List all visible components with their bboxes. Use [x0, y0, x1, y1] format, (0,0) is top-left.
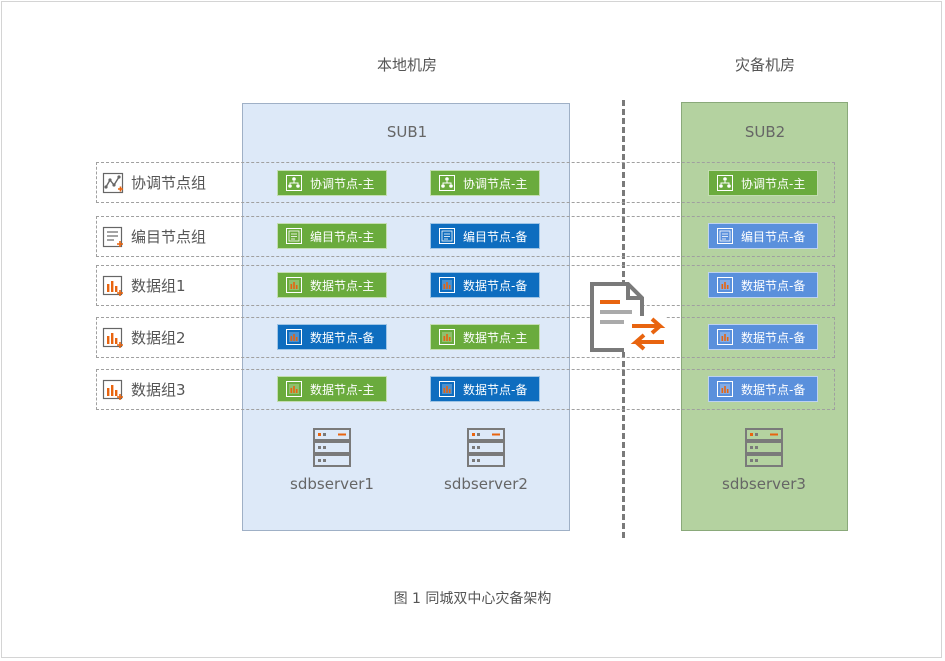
data-node-icon — [717, 329, 733, 345]
data-node-icon — [439, 381, 455, 397]
node-label: 编目节点-备 — [463, 229, 528, 244]
data-group-icon — [102, 379, 123, 400]
node-label: 数据节点-备 — [463, 278, 528, 293]
row-label-data2: 数据组2 — [102, 317, 186, 358]
row-coord-group — [96, 162, 835, 203]
row-catalog-group — [96, 216, 835, 257]
node-label: 编目节点-备 — [741, 229, 806, 244]
node-label: 数据节点-备 — [741, 330, 806, 345]
row-label-catalog: 编目节点组 — [102, 216, 206, 257]
data-node-icon — [286, 381, 302, 397]
coord-group-icon — [102, 172, 124, 193]
data-node-standby: 数据节点-备 — [277, 324, 387, 350]
server-label: sdbserver1 — [290, 475, 374, 493]
catalog-node-primary: 编目节点-主 — [277, 223, 387, 249]
node-label: 数据节点-备 — [741, 278, 806, 293]
figure-caption: 图 1 同城双中心灾备架构 — [393, 591, 552, 607]
sync-document-icon — [590, 282, 666, 352]
site-title-dr: 灾备机房 — [734, 56, 795, 74]
row-label-coord: 协调节点组 — [102, 162, 206, 203]
node-label: 协调节点-主 — [310, 176, 375, 191]
server-label: sdbserver2 — [444, 475, 528, 493]
catalog-group-icon — [102, 226, 123, 247]
data-node-primary: 数据节点-主 — [277, 272, 387, 298]
coord-node-icon — [286, 175, 302, 191]
coord-node-primary: 协调节点-主 — [708, 170, 818, 196]
data-group-icon — [102, 275, 123, 296]
server-icon — [467, 428, 505, 467]
row-label-text: 协调节点组 — [131, 174, 207, 192]
catalog-node-standby: 编目节点-备 — [430, 223, 540, 249]
sub1-label: SUB1 — [386, 123, 428, 141]
data-node-standby: 数据节点-备 — [708, 376, 818, 402]
catalog-node-icon — [717, 228, 733, 244]
sub2-label: SUB2 — [744, 123, 786, 141]
server-icon — [745, 428, 783, 467]
data-node-standby: 数据节点-备 — [708, 324, 818, 350]
data-node-icon — [717, 381, 733, 397]
data-node-icon — [717, 277, 733, 293]
node-label: 数据节点-主 — [310, 278, 375, 293]
data-node-primary: 数据节点-主 — [430, 324, 540, 350]
data-group-icon — [102, 327, 123, 348]
site-title-local: 本地机房 — [376, 56, 437, 74]
row-label-text: 编目节点组 — [131, 228, 207, 246]
data-node-icon — [439, 277, 455, 293]
row-label-data1: 数据组1 — [102, 265, 186, 306]
node-label: 数据节点-备 — [741, 382, 806, 397]
node-label: 数据节点-主 — [463, 330, 528, 345]
data-node-icon — [439, 329, 455, 345]
coord-node-primary: 协调节点-主 — [430, 170, 540, 196]
data-node-standby: 数据节点-备 — [430, 272, 540, 298]
row-data-group-1 — [96, 265, 835, 306]
data-node-standby: 数据节点-备 — [430, 376, 540, 402]
row-data-group-2 — [96, 317, 835, 358]
row-label-text: 数据组1 — [131, 277, 186, 295]
data-node-icon — [286, 329, 302, 345]
coord-node-icon — [717, 175, 733, 191]
row-data-group-3 — [96, 369, 835, 410]
coord-node-icon — [439, 175, 455, 191]
coord-node-primary: 协调节点-主 — [277, 170, 387, 196]
data-node-icon — [286, 277, 302, 293]
row-label-text: 数据组3 — [131, 381, 186, 399]
server-label: sdbserver3 — [722, 475, 806, 493]
node-label: 协调节点-主 — [741, 176, 806, 191]
node-label: 数据节点-备 — [310, 330, 375, 345]
node-label: 数据节点-备 — [463, 382, 528, 397]
catalog-node-icon — [439, 228, 455, 244]
data-node-primary: 数据节点-主 — [277, 376, 387, 402]
node-label: 数据节点-主 — [310, 382, 375, 397]
node-label: 编目节点-主 — [310, 229, 375, 244]
row-label-data3: 数据组3 — [102, 369, 186, 410]
node-label: 协调节点-主 — [463, 176, 528, 191]
data-node-standby: 数据节点-备 — [708, 272, 818, 298]
row-label-text: 数据组2 — [131, 329, 186, 347]
catalog-node-standby: 编目节点-备 — [708, 223, 818, 249]
catalog-node-icon — [286, 228, 302, 244]
server-icon — [313, 428, 351, 467]
